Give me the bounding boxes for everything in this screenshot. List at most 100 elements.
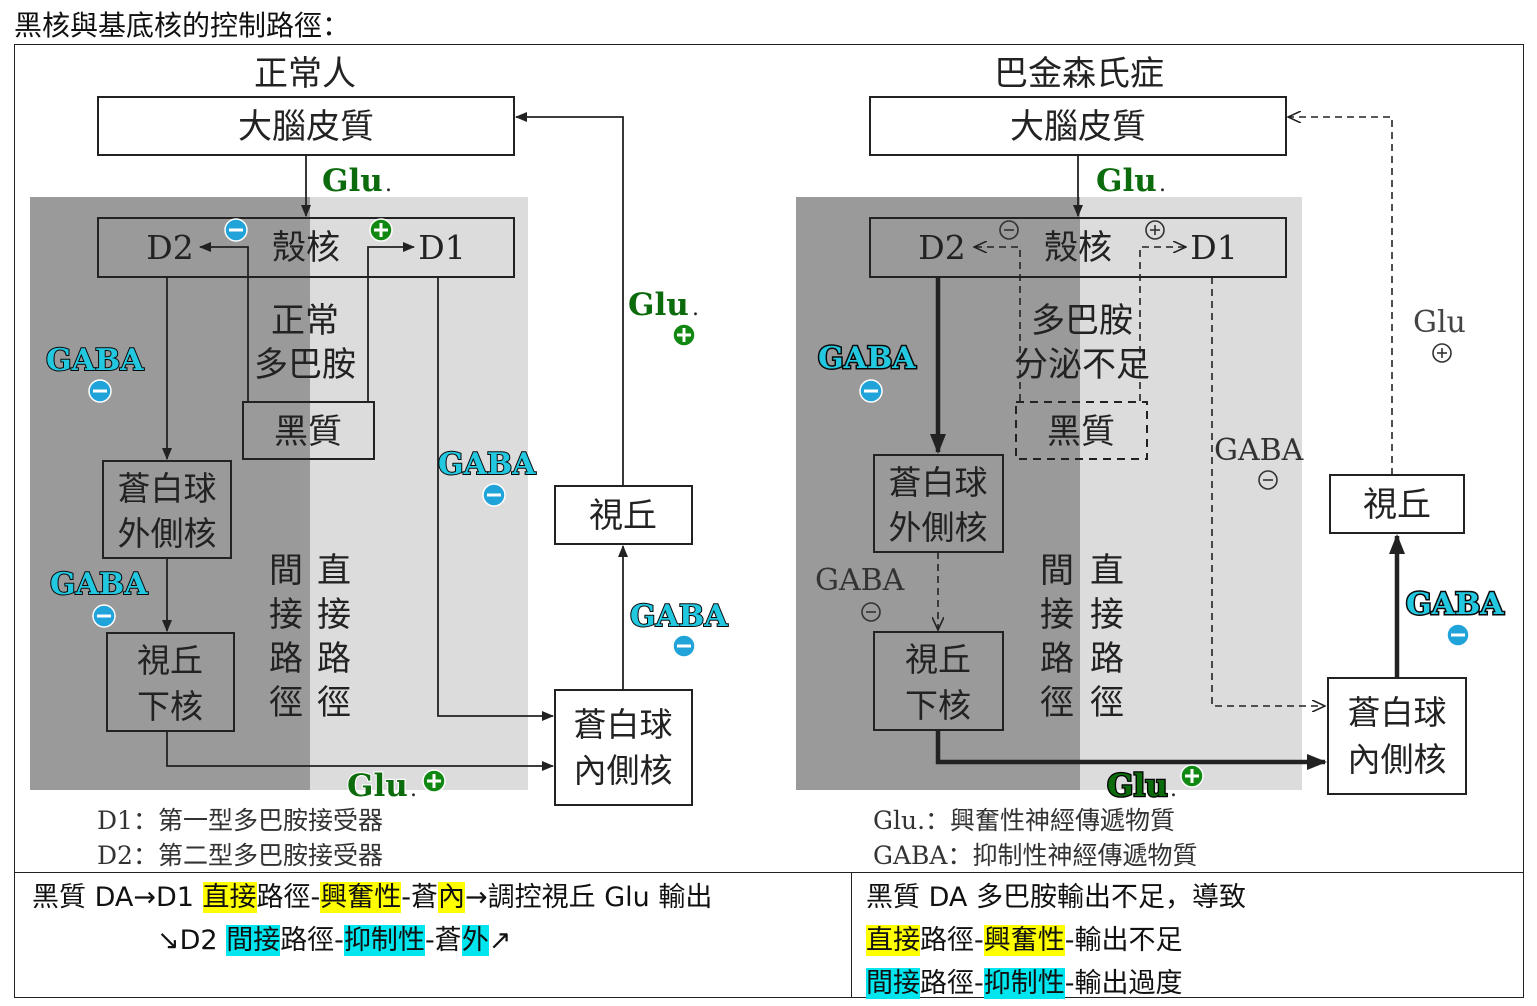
svg-text:路: 路	[317, 639, 351, 679]
plus-icon	[1432, 343, 1452, 363]
text: →調控視丘 Glu 輸出	[465, 882, 713, 913]
gaba-d2-gpe-normal: GABA	[46, 343, 144, 378]
dopamine-line1-pd: 多巴胺	[1031, 301, 1133, 341]
svg-text:路: 路	[1040, 639, 1074, 679]
indirect-path-label-normal: 間 接 路 徑	[269, 551, 303, 723]
gpi-box-pd	[1327, 677, 1467, 795]
svg-text:間: 間	[1040, 551, 1074, 591]
text: -蒼	[424, 925, 462, 956]
text: -蒼	[401, 882, 439, 913]
direct-path-label-normal: 直 接 路 徑	[317, 551, 351, 723]
stn-line1-normal: 視丘	[137, 641, 203, 680]
d1-label-normal: D1	[418, 228, 465, 267]
gaba-gpi-thalamus-normal: GABA	[630, 599, 728, 634]
gaba-d2-gpe-pd: GABA	[818, 341, 916, 376]
normal-title: 正常人	[254, 54, 356, 94]
summary-parkinson-line2: 直接路徑-興奮性-輸出不足	[866, 919, 1524, 962]
substantia-nigra-label-normal: 黑質	[274, 412, 342, 452]
svg-text:接: 接	[317, 595, 351, 635]
minus-icon	[859, 379, 883, 403]
cortex-box-pd	[869, 96, 1287, 156]
glu-cortex-pd: Glu	[1096, 163, 1157, 199]
plus-icon	[422, 769, 446, 793]
dopamine-line2-pd: 分泌不足	[1014, 345, 1150, 385]
minus-icon	[1446, 623, 1470, 647]
gpi-line1-normal: 蒼白球	[574, 705, 673, 744]
cortex-label-normal: 大腦皮質	[238, 107, 374, 147]
svg-text:.: .	[1170, 777, 1177, 802]
svg-text:直: 直	[1090, 551, 1124, 591]
glu-cortex-normal: Glu	[322, 163, 383, 199]
legend-d1: D1：第一型多巴胺接受器	[97, 806, 383, 835]
stn-box-normal	[106, 632, 235, 732]
gpi-line2-normal: 內側核	[574, 751, 673, 790]
svg-text:.: .	[692, 296, 699, 321]
svg-text:徑: 徑	[317, 683, 351, 723]
dopamine-line1-normal: 正常	[271, 301, 339, 341]
text: ↗	[488, 925, 512, 956]
striatum-box-normal	[97, 217, 515, 278]
striatum-label-normal: 殼核	[272, 228, 340, 268]
minus-icon	[92, 604, 116, 628]
svg-text:徑: 徑	[269, 683, 303, 723]
text: -輸出不足	[1064, 925, 1183, 956]
glu-stn-pd: Glu	[1107, 768, 1168, 804]
gpe-line1-pd: 蒼白球	[889, 463, 988, 502]
highlight-inhibitory: 抑制性	[343, 925, 425, 956]
text: 路徑-	[256, 882, 321, 913]
svg-text:.: .	[1159, 172, 1166, 197]
direct-path-label-pd: 直 接 路 徑	[1090, 551, 1124, 723]
stn-line2-normal: 下核	[137, 687, 203, 726]
gaba-gpe-stn-normal: GABA	[50, 567, 148, 602]
highlight-indirect: 間接	[226, 925, 281, 956]
glu-thalamus-normal: Glu	[628, 287, 689, 323]
d2-label-normal: D2	[146, 228, 193, 267]
highlight-direct: 直接	[866, 925, 920, 956]
plus-icon	[1145, 220, 1165, 240]
gpi-line2-pd: 內側核	[1348, 740, 1447, 779]
glu-thalamus-pd: Glu	[1413, 305, 1466, 340]
highlight-inhibitory: 抑制性	[983, 968, 1065, 999]
plus-icon	[672, 323, 696, 347]
summary-parkinson-line3: 間接路徑-抑制性-輸出過度	[866, 962, 1524, 1005]
connectors-normal	[162, 112, 628, 771]
thalamus-box-pd	[1329, 474, 1465, 534]
glu-stn-normal: Glu	[347, 768, 408, 804]
indirect-path-label-pd: 間 接 路 徑	[1040, 551, 1074, 723]
text: ↘D2	[157, 925, 227, 956]
svg-text:直: 直	[317, 551, 351, 591]
summary-normal: 黑質 DA→D1 直接路徑-興奮性-蒼內→調控視丘 Glu 輸出 ↘D2 間接路…	[14, 872, 852, 998]
striatum-box-pd	[869, 217, 1287, 278]
svg-text:.: .	[385, 172, 392, 197]
striatum-label-pd: 殼核	[1044, 228, 1112, 268]
minus-icon	[1258, 470, 1278, 490]
plus-icon	[1180, 764, 1204, 788]
minus-icon	[999, 220, 1019, 240]
indirect-shade	[30, 197, 310, 790]
thalamus-label-normal: 視丘	[589, 496, 657, 536]
substantia-nigra-label-pd: 黑質	[1047, 412, 1115, 452]
svg-text:接: 接	[1040, 595, 1074, 635]
minus-icon	[88, 379, 112, 403]
legend-d2: D2：第二型多巴胺接受器	[97, 841, 383, 870]
substantia-nigra-box-normal	[242, 401, 375, 460]
cortex-label-pd: 大腦皮質	[1010, 107, 1146, 147]
svg-text:徑: 徑	[1090, 683, 1124, 723]
minus-icon	[224, 218, 248, 242]
gpi-box-normal	[554, 689, 693, 806]
summary-normal-line2: ↘D2 間接路徑-抑制性-蒼外↗	[32, 919, 851, 962]
d1-label-pd: D1	[1190, 228, 1237, 267]
gpe-line1-normal: 蒼白球	[118, 469, 217, 508]
highlight-external: 外	[461, 925, 489, 956]
svg-text:路: 路	[269, 639, 303, 679]
svg-text:.: .	[410, 777, 417, 802]
gpi-line1-pd: 蒼白球	[1348, 693, 1447, 732]
diagram-frame	[14, 44, 1524, 998]
normal-diagram: 正常人 大腦皮質 殼核 D2 D1 正常 多巴胺 黑質 蒼白球 外側核 視丘 下…	[30, 54, 729, 870]
highlight-indirect: 間接	[866, 968, 920, 999]
gaba-d1-gpi-normal: GABA	[438, 447, 536, 482]
highlight-direct: 直接	[202, 882, 257, 913]
gpe-line2-pd: 外側核	[889, 508, 988, 547]
summary-parkinson: 黑質 DA 多巴胺輸出不足，導致 直接路徑-興奮性-輸出不足 間接路徑-抑制性-…	[852, 872, 1524, 999]
